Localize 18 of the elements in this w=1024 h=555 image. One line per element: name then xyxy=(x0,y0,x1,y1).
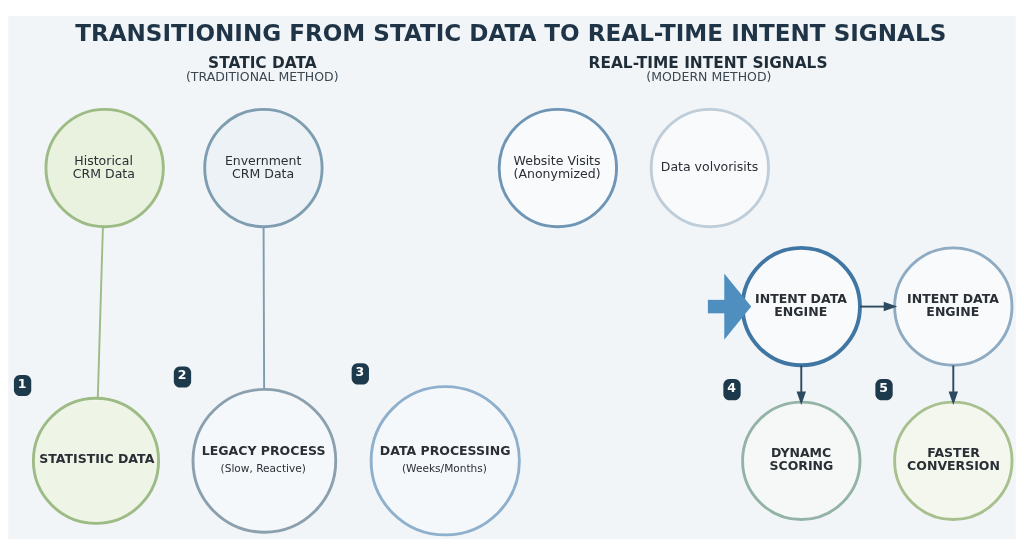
connector xyxy=(96,225,104,399)
node-label: 3 xyxy=(355,364,365,380)
arrow xyxy=(859,301,898,312)
node-circle: INTENT DATA ENGINE xyxy=(893,246,1014,367)
connector xyxy=(262,225,266,391)
arrow xyxy=(948,364,959,405)
node-label: 2 xyxy=(177,367,187,383)
node-circle: Data volvorisits xyxy=(649,107,770,229)
node-circle: INTENT DATA ENGINE xyxy=(740,245,862,368)
node-label: 5 xyxy=(879,379,888,395)
arrow xyxy=(796,364,806,405)
node-circle: Historical CRM Data xyxy=(44,107,165,229)
node-circle: Website Visits (Anonymized) xyxy=(497,107,618,229)
arrow xyxy=(707,273,752,340)
node-label: 1 xyxy=(17,375,27,391)
diagram-title: TRANSITIONING FROM STATIC DATA TO REAL-TIME INTENT SIGNALS xyxy=(75,20,947,47)
node-label: 4 xyxy=(727,379,736,395)
node-circle: Envernment CRM Data xyxy=(203,107,324,229)
